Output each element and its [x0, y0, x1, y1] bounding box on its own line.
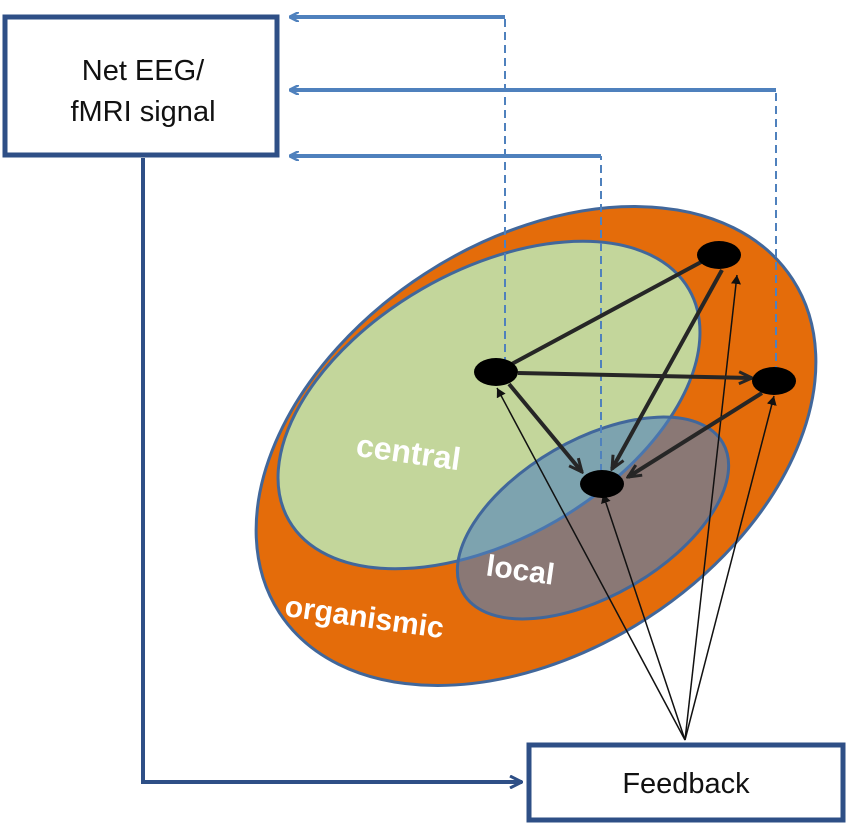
- network-arrow-2-to-1: [507, 259, 704, 368]
- network-arrow-2-to-4: [610, 269, 724, 469]
- node-2: [697, 241, 741, 269]
- signal-to-feedback-arrow: [141, 158, 522, 782]
- network-arrow-1-to-3: [517, 373, 752, 378]
- node-3: [752, 367, 796, 395]
- local-region: [455, 415, 731, 621]
- network-nodes: [474, 241, 796, 498]
- feedback-arrow-to-node-3: [684, 395, 777, 741]
- feedback-arrow-to-node-4: [601, 493, 686, 741]
- node-1: [474, 358, 518, 386]
- feedback-box: Feedback: [526, 742, 846, 823]
- network-arrows: [507, 259, 764, 477]
- signal-box: Net EEG/ fMRI signal: [2, 14, 280, 158]
- feedback-arrow-to-node-2: [684, 274, 741, 741]
- signal-box-line1: Net EEG/: [82, 55, 205, 87]
- feedback-arrow-to-node-1: [496, 387, 686, 741]
- feedback-box-label: Feedback: [622, 768, 750, 800]
- signal-paths: [290, 17, 777, 472]
- signal-box-line2: fMRI signal: [70, 96, 215, 128]
- network-arrow-3-to-4: [628, 391, 764, 477]
- node-4: [580, 470, 624, 498]
- network-arrow-1-to-4: [507, 382, 582, 472]
- feedback-arrows: [496, 274, 777, 741]
